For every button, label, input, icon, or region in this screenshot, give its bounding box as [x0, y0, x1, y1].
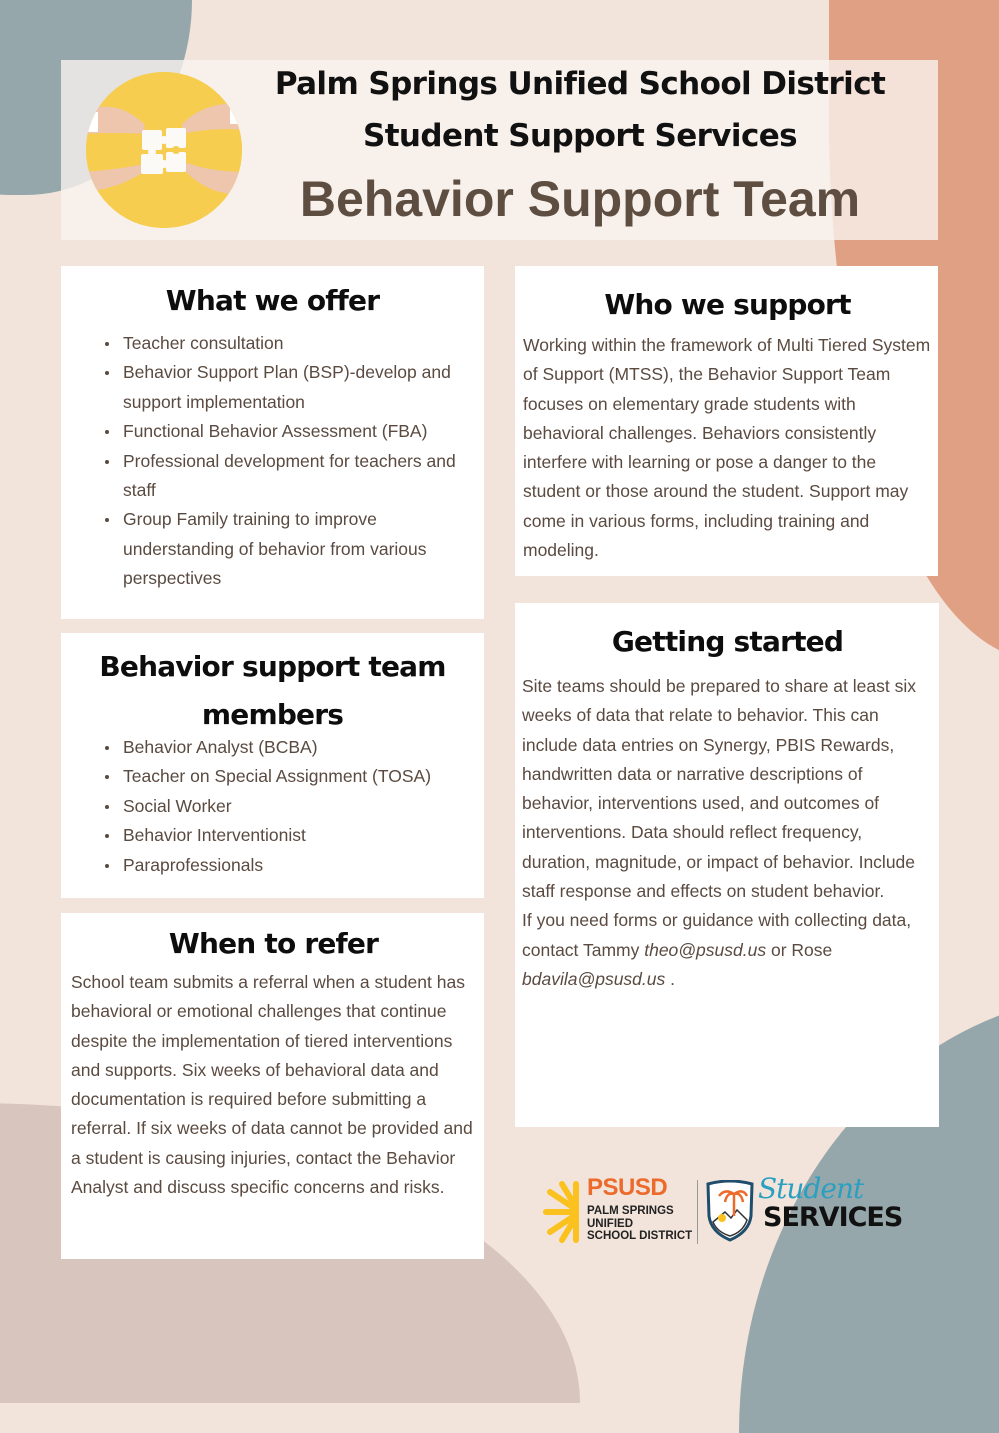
list-item: Teacher on Special Assignment (TOSA): [105, 762, 474, 791]
contact-prefix: If you need forms or guidance with colle…: [522, 910, 912, 960]
student-wordmark: Student: [758, 1172, 864, 1205]
puzzle-hands-icon: [86, 72, 242, 228]
card-who-we-support: Who we support Working within the framew…: [515, 266, 938, 576]
email-link-tammy[interactable]: theo@psusd.us: [644, 939, 767, 960]
list-item: Behavior Analyst (BCBA): [105, 733, 474, 762]
members-list: Behavior Analyst (BCBA) Teacher on Speci…: [87, 733, 474, 880]
contact-paragraph: If you need forms or guidance with colle…: [522, 906, 933, 994]
card-what-we-offer: What we offer Teacher consultation Behav…: [61, 266, 484, 619]
card-team-members: Behavior support team members Behavior A…: [61, 633, 484, 898]
section-heading: Getting started: [611, 625, 844, 658]
email-link-rose[interactable]: bdavila@psusd.us: [522, 968, 666, 989]
psusd-subtitle: PALM SPRINGS UNIFIED SCHOOL DISTRICT: [587, 1205, 692, 1243]
contact-middle: or Rose: [770, 939, 833, 960]
card-getting-started: Getting started Site teams should be pre…: [515, 603, 939, 1127]
section-heading: Who we support: [604, 288, 851, 321]
section-body: Site teams should be prepared to share a…: [522, 676, 916, 902]
services-wordmark: SERVICES: [763, 1202, 903, 1233]
list-item: Functional Behavior Assessment (FBA): [105, 417, 474, 446]
list-item: Teacher consultation: [105, 329, 474, 358]
psusd-subtitle-line: UNIFIED: [587, 1217, 633, 1230]
section-body: Working within the framework of Multi Ti…: [523, 335, 931, 561]
district-name: Palm Springs Unified School District: [274, 66, 886, 102]
list-item: Behavior Support Plan (BSP)-develop and …: [105, 358, 474, 417]
list-item: Professional development for teachers an…: [105, 447, 474, 506]
card-when-to-refer: When to refer School team submits a refe…: [61, 913, 484, 1259]
palm-tree-shield-icon: [706, 1180, 754, 1242]
sun-burst-icon: [543, 1181, 579, 1243]
section-heading: When to refer: [168, 927, 379, 960]
list-item: Behavior Interventionist: [105, 821, 474, 850]
hands-puzzle-pieces-photo: [86, 72, 242, 228]
list-item: Group Family training to improve underst…: [105, 505, 474, 593]
list-item: Paraprofessionals: [105, 851, 474, 880]
section-heading: Behavior support team members: [99, 650, 446, 731]
psusd-wordmark: PSUSD: [587, 1174, 668, 1201]
footer-logos: PSUSD PALM SPRINGS UNIFIED SCHOOL DISTRI…: [540, 1172, 920, 1248]
department-name: Student Support Services: [362, 118, 798, 154]
psusd-subtitle-line: SCHOOL DISTRICT: [587, 1230, 693, 1242]
section-heading: What we offer: [165, 284, 380, 317]
offer-list: Teacher consultation Behavior Support Pl…: [87, 329, 474, 594]
page-title: Behavior Support Team: [299, 171, 861, 227]
logo-divider: [697, 1180, 698, 1244]
list-item: Social Worker: [105, 792, 474, 821]
contact-suffix: .: [670, 968, 676, 989]
psusd-subtitle-line: PALM SPRINGS: [587, 1205, 674, 1217]
section-body: School team submits a referral when a st…: [71, 972, 473, 1198]
